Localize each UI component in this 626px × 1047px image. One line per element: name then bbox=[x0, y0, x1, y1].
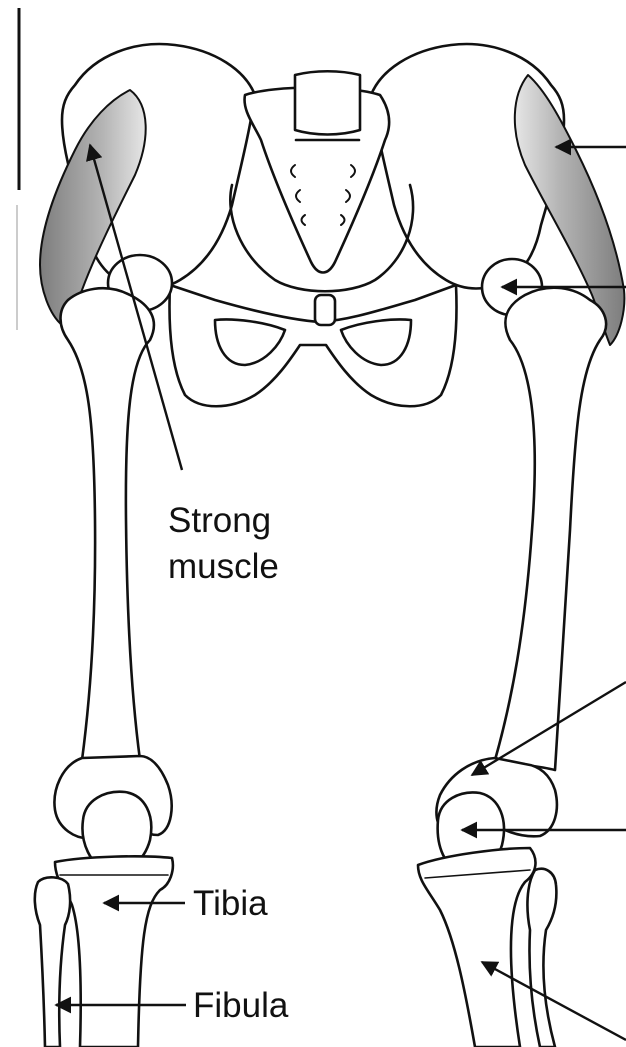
page-margin-rule bbox=[17, 8, 19, 330]
left-femur bbox=[54, 255, 172, 838]
right-tibia bbox=[418, 848, 535, 1047]
pubic-ischial-ring bbox=[170, 285, 457, 406]
tibia-label: Tibia bbox=[193, 884, 268, 923]
right-fibula bbox=[527, 869, 556, 1047]
strong-muscle-label-line1: Strong bbox=[168, 501, 271, 540]
left-fibula bbox=[35, 877, 70, 1047]
lumbar-vertebra bbox=[295, 71, 360, 134]
right-femur bbox=[436, 259, 606, 840]
fibula-label: Fibula bbox=[193, 986, 289, 1025]
left-tibia bbox=[55, 856, 173, 1047]
strong-muscle-label-line2: muscle bbox=[168, 547, 279, 586]
pubic-symphysis bbox=[315, 295, 335, 325]
